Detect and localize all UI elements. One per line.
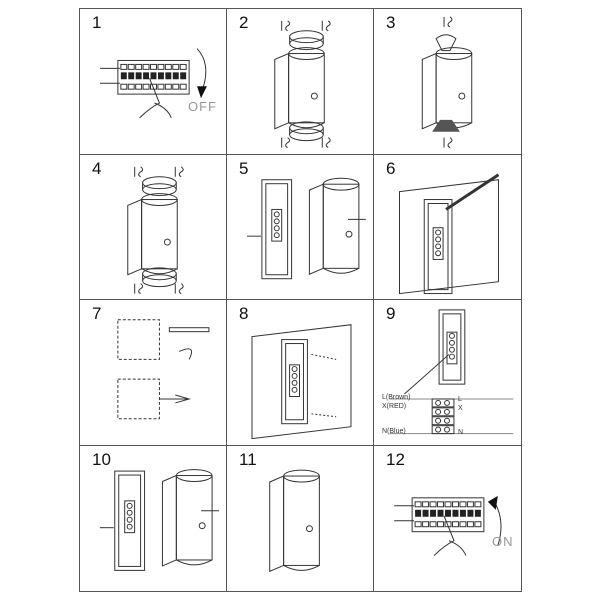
screw-icon (174, 165, 184, 177)
lamp-body (308, 177, 360, 275)
screw-icon (281, 20, 291, 32)
mounting-bracket (423, 198, 453, 294)
step-illustration (274, 20, 331, 149)
lamp-ring (289, 121, 324, 142)
screw-icon (443, 16, 453, 28)
bulb-top (435, 34, 457, 52)
lamp-body (127, 192, 178, 276)
step-illustration (99, 468, 220, 571)
step-illustration (421, 16, 473, 149)
step-number: 12 (386, 449, 405, 469)
step-number: 2 (239, 13, 249, 32)
step-number: 5 (239, 158, 249, 178)
bulb-bottom (432, 119, 460, 132)
step-number: 8 (239, 304, 249, 323)
screw-icon (174, 282, 184, 294)
step-number: 10 (92, 449, 111, 469)
step-number: 11 (239, 449, 257, 469)
screw-icon (134, 282, 144, 294)
step-panel-10: 10 (80, 445, 227, 591)
step-number: 9 (386, 304, 396, 323)
screw-icon (281, 137, 291, 149)
step-number: 4 (92, 158, 102, 178)
step-panel-11: 11 (227, 445, 374, 591)
pencil-icon (445, 173, 500, 211)
step-panel-7: 7 (80, 300, 227, 446)
step-illustration (247, 177, 366, 279)
wire-label: L(Brown) (382, 394, 411, 401)
lamp-body (421, 47, 473, 130)
step-illustration (269, 469, 320, 572)
brick-wall (117, 319, 160, 360)
drill-bit-icon (168, 327, 210, 333)
step-number: 1 (92, 13, 102, 32)
circuit-breaker (100, 59, 190, 95)
screw-icon (321, 137, 331, 149)
wire-label: X(RED) (382, 403, 407, 410)
step-illustration (127, 165, 184, 294)
lamp-ring (142, 266, 177, 287)
screw-icon (443, 137, 453, 149)
step-panel-3: 3 (374, 9, 521, 155)
screw-icon (134, 165, 144, 177)
step-panel-6: 6 (374, 155, 521, 300)
mounting-bracket (438, 309, 466, 385)
circuit-breaker (394, 496, 485, 532)
switch-label: ON (492, 533, 514, 549)
lamp-body (269, 469, 320, 572)
mounting-bracket (114, 470, 146, 571)
screw-icon (321, 20, 331, 32)
step-panel-2: 2 (227, 9, 374, 155)
hand-icon (139, 78, 172, 119)
step-panel-4: 4 (80, 154, 227, 300)
lamp-ring (289, 30, 324, 51)
wire-label: N(Blue) (382, 428, 406, 435)
step-illustration (117, 319, 210, 420)
rotate-arrow-icon (196, 48, 207, 89)
wall-plane (251, 324, 352, 440)
terminal-label: L (458, 396, 462, 403)
wall-plane (399, 178, 499, 294)
step-illustration (251, 324, 352, 440)
hand-icon (433, 515, 467, 556)
switch-label: OFF (188, 99, 217, 114)
step-number: 6 (386, 158, 396, 178)
step-illustration (389, 309, 514, 435)
step-panel-5: 5 (227, 154, 374, 300)
mounting-bracket (281, 339, 308, 425)
step-illustration (394, 495, 502, 556)
step-illustration (399, 173, 500, 294)
lamp-body (274, 47, 325, 130)
lamp-body (161, 468, 213, 567)
step-number: 7 (92, 304, 102, 323)
mounting-bracket (261, 178, 293, 279)
terminal-label: N (458, 429, 464, 436)
terminal-label: X (458, 405, 463, 412)
step-panel-8: 8 (227, 300, 374, 446)
step-number: 3 (386, 13, 396, 32)
step-illustration (100, 48, 207, 119)
lamp-ring (142, 175, 177, 196)
